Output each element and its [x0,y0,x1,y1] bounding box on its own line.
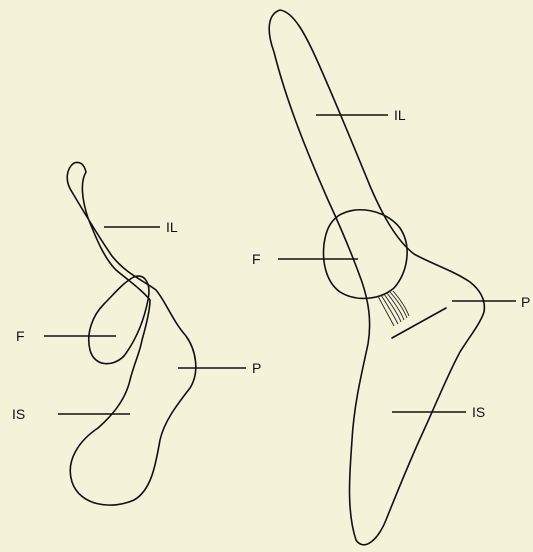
left-pelvis: IL F P IS [12,161,261,506]
right-pelvis: IL F P IS [252,9,530,546]
right-ischium-label: IS [472,404,485,420]
right-pelvis-outline [268,9,486,546]
right-femur-head [322,208,408,300]
left-femur-head [88,275,150,365]
left-pelvis-outline [66,161,197,506]
right-pubis-label: P [521,294,530,310]
left-pubis-label: P [252,360,261,376]
left-ilium-label: IL [166,219,178,235]
left-femur-label: F [16,328,25,344]
right-femur-label: F [252,251,261,267]
right-pubis-seam [391,307,447,339]
left-ischium-label: IS [12,406,25,422]
right-ilium-label: IL [394,107,406,123]
right-ligament-fibers [377,290,410,327]
